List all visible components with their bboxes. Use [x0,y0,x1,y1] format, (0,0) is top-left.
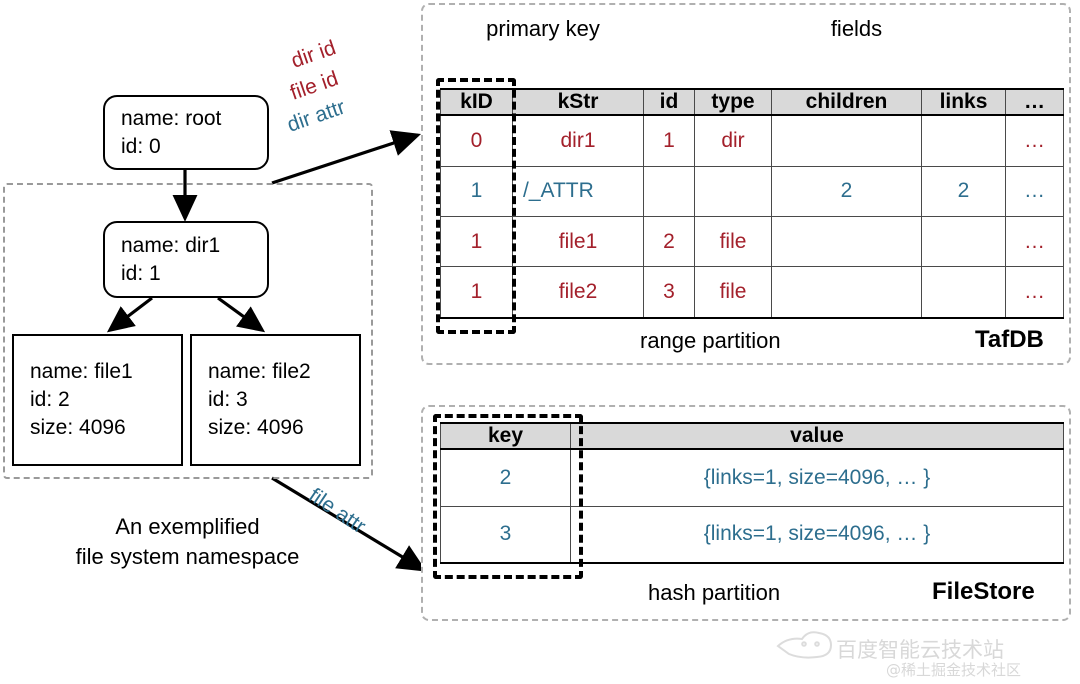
cell-more: … [1005,215,1064,268]
node-file2-name: name: file2 [208,360,311,384]
cell-kid: 1 [440,165,513,217]
node-dir1[interactable]: name: dir1 id: 1 [103,221,269,298]
table-row[interactable]: 1 file2 3 file … [440,266,1064,320]
tafdb-col-children[interactable]: children [771,88,922,116]
tafdb-col-more[interactable]: … [1005,88,1064,116]
table-row[interactable]: 3 {links=1, size=4096, … } [440,505,1064,564]
namespace-caption-line2: file system namespace [75,543,300,569]
cell-kstr: /_ATTR [512,165,644,217]
cell-id [643,165,695,217]
cell-type: dir [694,114,772,167]
table-row[interactable]: 2 {links=1, size=4096, … } [440,448,1064,507]
cell-children [771,215,922,268]
watermark-line2: @稀土掘金技术社区 [886,661,1022,679]
filestore-table-wrap: key value 2 {links=1, size=4096, … } 3 {… [440,422,1064,564]
brace-label-fields: fields [830,16,883,41]
range-partition-label: range partition [640,328,781,353]
table-row[interactable]: 0 dir1 1 dir … [440,114,1064,167]
cell-key: 2 [440,448,571,507]
cell-more: … [1005,266,1064,320]
filestore-col-value[interactable]: value [570,422,1064,450]
node-root-name: name: root [121,106,222,130]
filestore-table: key value 2 {links=1, size=4096, … } 3 {… [440,422,1064,564]
cell-value: {links=1, size=4096, … } [570,505,1064,564]
cell-kstr: file2 [512,266,644,320]
tafdb-header-row: kID kStr id type children links … [440,88,1064,116]
cell-children [771,114,922,167]
namespace-dashed-region [3,183,373,479]
node-file2[interactable]: name: file2 id: 3 size: 4096 [190,334,361,466]
cell-children: 2 [771,165,922,217]
cell-links [921,114,1006,167]
namespace-caption-line1: An exemplified [115,514,260,539]
tafdb-col-links[interactable]: links [921,88,1006,116]
cell-more: … [1005,114,1064,167]
cell-children [771,266,922,320]
node-dir1-id: id: 1 [121,261,161,285]
watermark-line1: 百度智能云技术站 [836,638,1004,662]
node-file1-size: size: 4096 [30,415,126,439]
cell-links: 2 [921,165,1006,217]
cell-id: 2 [643,215,695,268]
cell-type: file [694,266,772,320]
node-file2-id: id: 3 [208,388,248,412]
brace-label-primary-key: primary key [486,16,600,41]
tafdb-col-id[interactable]: id [643,88,695,116]
cell-value: {links=1, size=4096, … } [570,448,1064,507]
tafdb-table: kID kStr id type children links … 0 dir1… [440,88,1064,320]
node-dir1-name: name: dir1 [121,233,221,257]
filestore-store-name: FileStore [932,578,1035,605]
cell-links [921,215,1006,268]
cell-kid: 1 [440,266,513,320]
filestore-header-row: key value [440,422,1064,450]
tafdb-col-type[interactable]: type [694,88,772,116]
node-root-id: id: 0 [121,134,161,158]
cell-type [694,165,772,217]
node-file1-id: id: 2 [30,388,70,412]
node-file1[interactable]: name: file1 id: 2 size: 4096 [12,334,183,466]
cell-links [921,266,1006,320]
cell-kid: 0 [440,114,513,167]
cell-kstr: dir1 [512,114,644,167]
cell-kid: 1 [440,215,513,268]
node-file1-name: name: file1 [30,360,133,384]
node-root[interactable]: name: root id: 0 [103,95,269,170]
cell-id: 1 [643,114,695,167]
table-row[interactable]: 1 /_ATTR 2 2 … [440,165,1064,217]
tafdb-col-kstr[interactable]: kStr [512,88,644,116]
cell-key: 3 [440,505,571,564]
tafdb-store-name: TafDB [975,326,1044,353]
filestore-col-key[interactable]: key [440,422,571,450]
hash-partition-label: hash partition [648,580,781,605]
cell-type: file [694,215,772,268]
watermark-logo [776,631,833,659]
table-row[interactable]: 1 file1 2 file … [440,215,1064,268]
cell-id: 3 [643,266,695,320]
cell-more: … [1005,165,1064,217]
namespace-caption: An exemplified file system namespace [10,512,365,571]
cell-kstr: file1 [512,215,644,268]
node-file2-size: size: 4096 [208,415,304,439]
tafdb-table-wrap: kID kStr id type children links … 0 dir1… [440,88,1064,320]
tafdb-col-kid[interactable]: kID [440,88,513,116]
